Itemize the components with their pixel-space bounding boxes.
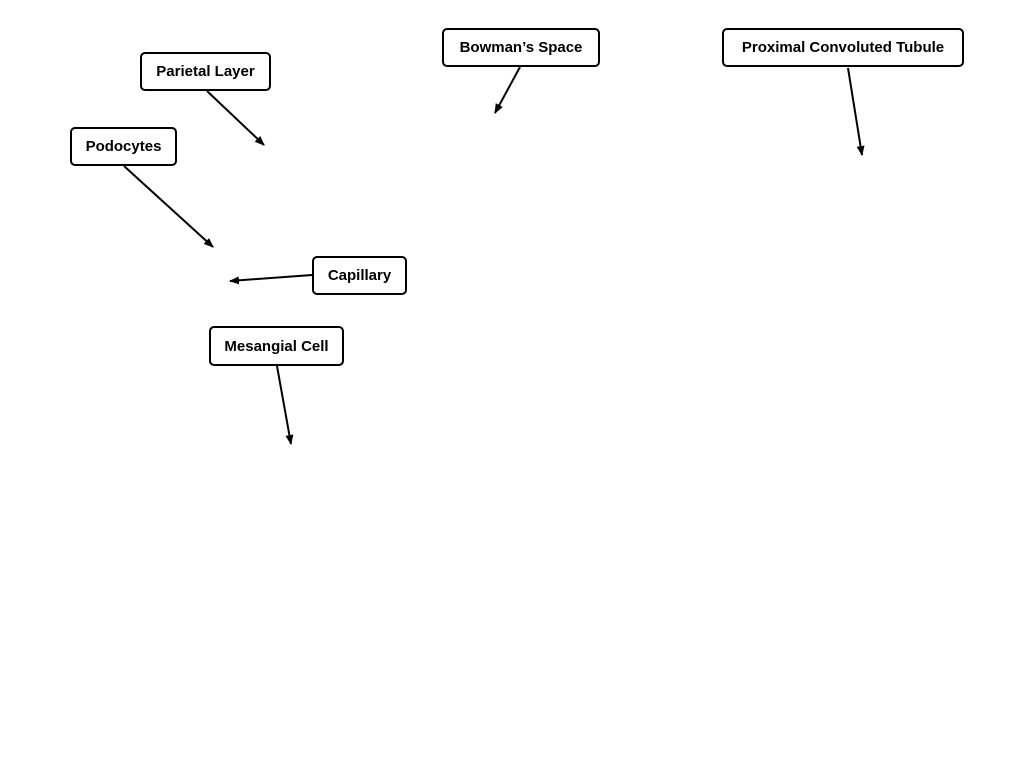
parietal-layer-label: Parietal Layer (140, 52, 271, 91)
podocytes-label: Podocytes (70, 127, 177, 166)
proximal-convoluted-tubule-label: Proximal Convoluted Tubule (722, 28, 964, 67)
parietal-layer-arrow (206, 90, 265, 146)
bowmans-space-label: Bowman’s Space (442, 28, 600, 67)
mesangial-cell-arrow (276, 365, 294, 445)
podocytes-arrow (123, 165, 214, 248)
bowmans-space-arrow (494, 66, 521, 114)
mesangial-cell-label: Mesangial Cell (209, 326, 344, 366)
proximal-convoluted-tubule-arrow (847, 67, 865, 156)
capillary-label: Capillary (312, 256, 407, 295)
capillary-arrow (229, 274, 313, 285)
